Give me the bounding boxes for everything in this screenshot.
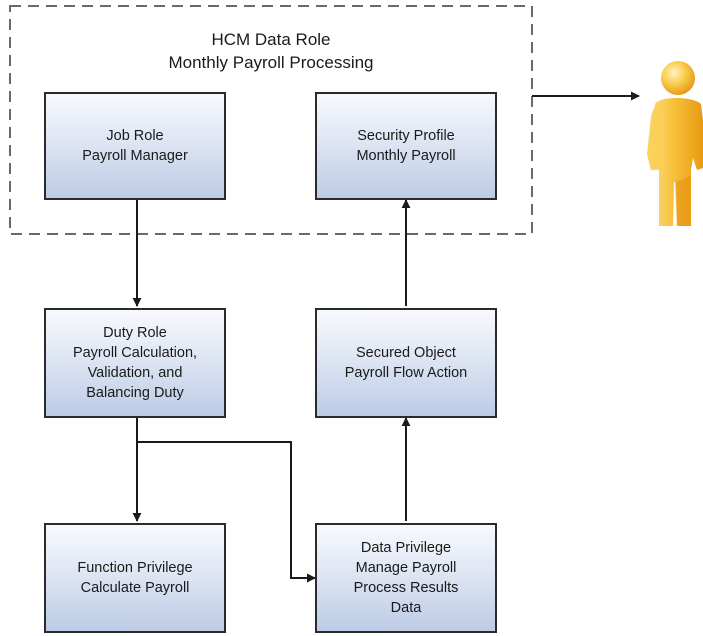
data-privilege-line2: Manage Payroll	[355, 560, 457, 576]
data-role-title: HCM Data Role Monthly Payroll Processing	[10, 28, 532, 74]
security-profile-line2: Monthly Payroll	[356, 148, 456, 164]
job-role-line1: Job Role	[106, 128, 164, 144]
security-profile-box: Security Profile Monthly Payroll	[315, 92, 497, 200]
function-privilege-line1: Function Privilege	[77, 560, 193, 576]
arrow-duty-to-data-privilege	[137, 441, 316, 583]
duty-role-line4: Balancing Duty	[86, 385, 184, 401]
duty-role-line1: Duty Role	[103, 325, 167, 341]
secured-object-line2: Payroll Flow Action	[344, 365, 468, 381]
duty-role-line2: Payroll Calculation,	[72, 345, 198, 361]
data-privilege-line3: Process Results	[353, 580, 459, 596]
duty-role-line3: Validation, and	[87, 365, 183, 381]
data-role-group-border	[9, 5, 533, 235]
data-privilege-line4: Data	[390, 600, 422, 616]
security-profile-line1: Security Profile	[357, 128, 455, 144]
secured-object-line1: Secured Object	[356, 345, 456, 361]
data-role-title-line2: Monthly Payroll Processing	[168, 53, 374, 72]
secured-object-box: Secured Object Payroll Flow Action	[315, 308, 497, 418]
function-privilege-line2: Calculate Payroll	[80, 580, 190, 596]
job-role-box: Job Role Payroll Manager	[44, 92, 226, 200]
user-figure-icon	[641, 58, 703, 230]
function-privilege-box: Function Privilege Calculate Payroll	[44, 523, 226, 633]
data-privilege-box: Data Privilege Manage Payroll Process Re…	[315, 523, 497, 633]
job-role-line2: Payroll Manager	[82, 148, 188, 164]
duty-role-box: Duty Role Payroll Calculation, Validatio…	[44, 308, 226, 418]
data-role-title-line1: HCM Data Role	[211, 30, 331, 49]
data-privilege-line1: Data Privilege	[360, 540, 452, 556]
